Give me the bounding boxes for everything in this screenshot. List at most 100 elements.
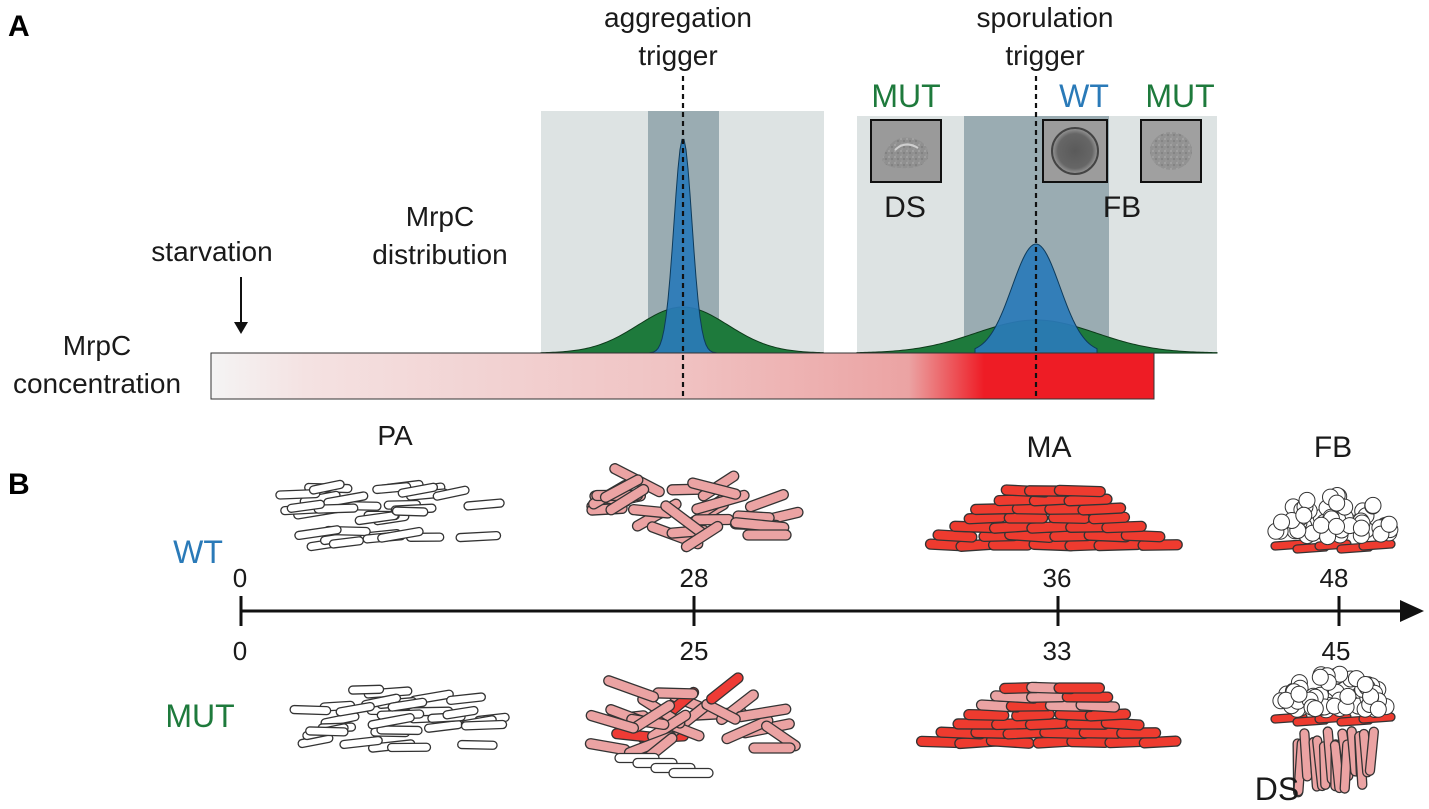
mrpc-concentration-label-2: concentration [13, 368, 181, 399]
wt-pa-cells [275, 479, 505, 552]
spore [1273, 513, 1290, 531]
starvation-arrow-head [234, 322, 248, 334]
spore [1364, 496, 1382, 514]
cell [585, 709, 640, 734]
mut-tick-label-0: 0 [233, 636, 247, 666]
mrpc-distribution-label-2: distribution [372, 239, 507, 270]
fb-label: FB [1103, 191, 1141, 224]
cell [687, 477, 742, 500]
cell [289, 704, 332, 716]
cell [397, 482, 439, 498]
wt-tick-label-3: 48 [1320, 563, 1349, 593]
spore [1311, 668, 1329, 686]
mut-tick-label-2: 33 [1043, 636, 1072, 666]
cell [1364, 726, 1379, 776]
cell [652, 687, 699, 700]
spore [1328, 517, 1345, 535]
panel-a-letter: A [8, 10, 30, 43]
cell [339, 735, 383, 750]
cell [305, 726, 349, 737]
cell [584, 738, 631, 756]
aggregation-trigger-label-2: trigger [638, 40, 717, 71]
cell [391, 506, 429, 517]
wt-row-label: WT [173, 534, 223, 570]
mut-tick-label-1: 25 [680, 636, 709, 666]
mut-label-ds: MUT [871, 78, 940, 114]
mut-fruiting-body [1270, 665, 1396, 727]
cell [432, 485, 470, 501]
cell [308, 479, 345, 495]
timeline-arrowhead [1400, 600, 1424, 622]
ds-label: DS [884, 191, 926, 224]
wt-tick-label-0: 0 [233, 563, 247, 593]
cell [286, 499, 325, 513]
wt-fruiting-body [1267, 487, 1399, 554]
cell [446, 692, 486, 706]
mut-mound-cells [915, 681, 1182, 750]
cell [386, 742, 432, 753]
cell [742, 529, 792, 541]
mrpc-concentration-label-1: MrpC [63, 330, 131, 361]
cell [603, 675, 660, 703]
mut-tick-label-3: 45 [1322, 636, 1351, 666]
ds-micrograph [870, 119, 942, 183]
cell [1053, 682, 1106, 694]
cell [668, 767, 714, 779]
cell [463, 498, 505, 511]
spore [1290, 685, 1308, 703]
stage-pa-label: PA [377, 420, 413, 451]
aggregation-trigger-label-1: aggregation [604, 2, 752, 33]
wt-distribution-sporulation [974, 243, 1098, 354]
spore [1298, 491, 1316, 509]
mrpc-distribution-label-1: MrpC [406, 201, 474, 232]
wt-fb-micrograph [1042, 119, 1108, 183]
cell [275, 488, 321, 500]
mut-aggregate-cells [584, 672, 801, 779]
cell [377, 526, 424, 543]
cell [1138, 735, 1182, 749]
stage-fb-label: FB [1314, 431, 1352, 464]
cell [460, 719, 508, 731]
spore [1352, 519, 1370, 537]
spore [1380, 515, 1398, 533]
wt-label-fb: WT [1059, 78, 1109, 114]
cell [748, 742, 796, 754]
cell [744, 489, 789, 513]
mut-dispersed-spores [1292, 726, 1379, 798]
spore [1339, 687, 1357, 705]
cell [387, 697, 428, 712]
spore [1312, 516, 1330, 534]
spore [1356, 676, 1374, 693]
cell [348, 684, 385, 695]
spore [1369, 700, 1387, 718]
cell [335, 701, 375, 717]
mut-label-fb: MUT [1145, 78, 1214, 114]
cell [605, 483, 650, 516]
mut-ds-label: DS [1255, 771, 1299, 807]
cell [680, 520, 724, 553]
cell [706, 672, 744, 705]
wt-tick-label-2: 36 [1043, 563, 1072, 593]
cell [599, 474, 644, 503]
spore [1306, 700, 1324, 718]
cell [442, 705, 479, 720]
starvation-label: starvation [151, 236, 272, 267]
cell [455, 530, 502, 543]
cell [294, 525, 342, 541]
sporulation-trigger-label-2: trigger [1005, 40, 1084, 71]
mut-row-label: MUT [165, 698, 234, 734]
cell [376, 725, 423, 736]
wt-mound-cells [924, 484, 1183, 552]
cell [721, 714, 774, 745]
wt-aggregate-cells [586, 463, 804, 553]
spore [1295, 506, 1313, 524]
cell [367, 713, 415, 730]
cell [701, 698, 741, 725]
cell [1053, 484, 1106, 498]
mut-pa-cells [289, 684, 510, 753]
panel-b-letter: B [8, 468, 30, 501]
spore [1328, 494, 1346, 512]
stage-ma-label: MA [1027, 431, 1072, 464]
cell [457, 739, 498, 750]
